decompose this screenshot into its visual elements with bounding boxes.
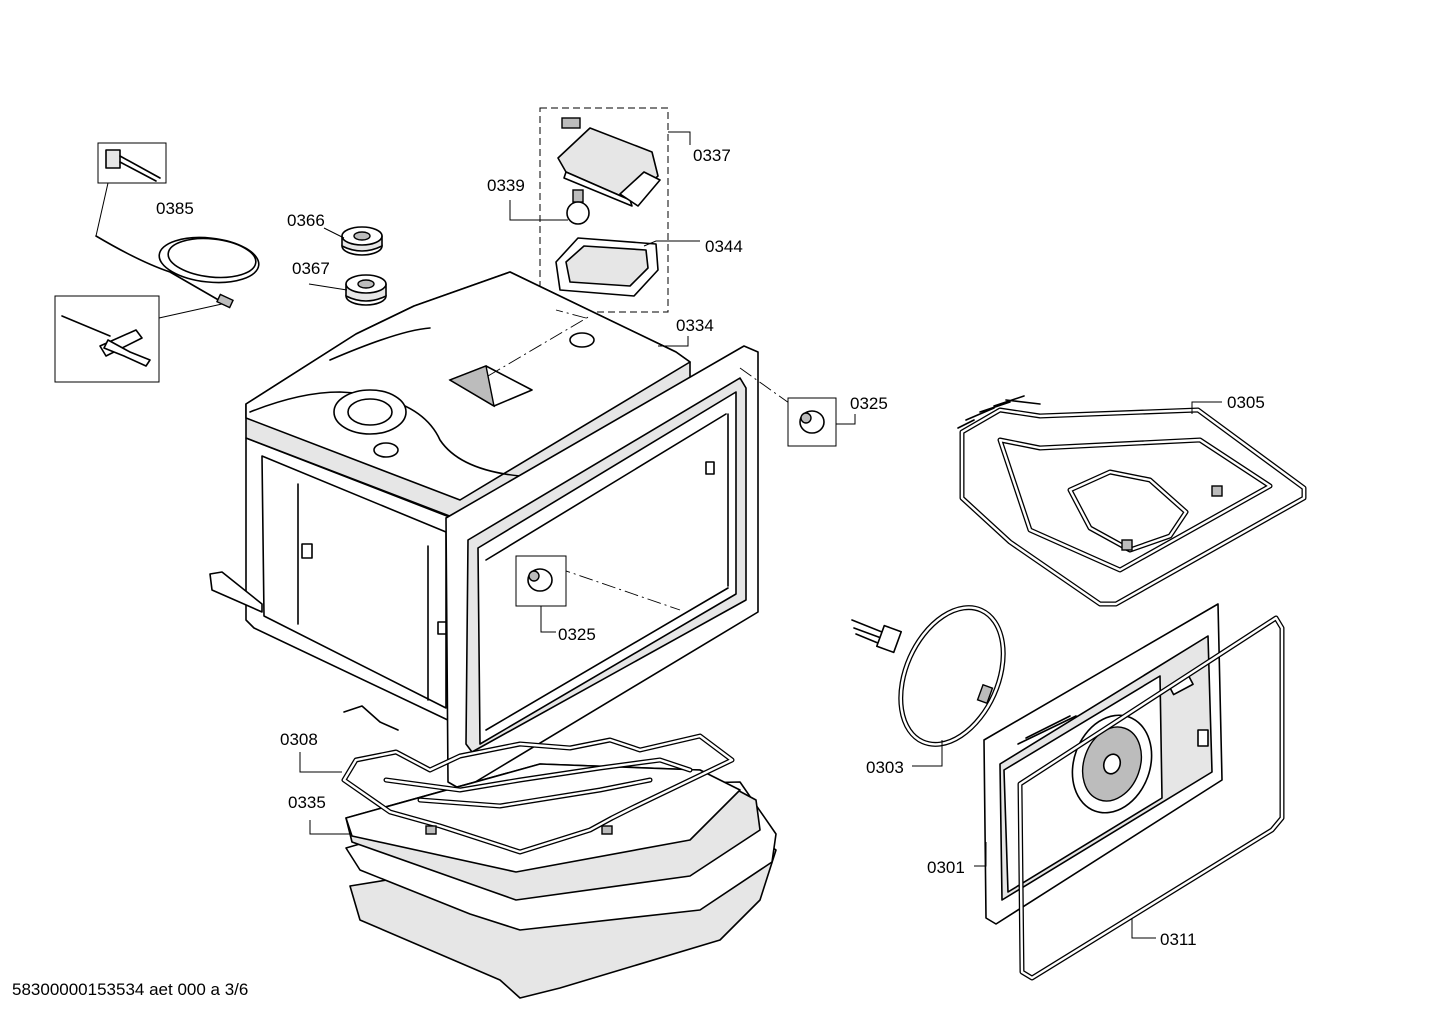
label-0337: 0337 (693, 146, 731, 165)
part-0301-rear-panel[interactable] (974, 603, 1223, 925)
part-0308-bottom-heating-element[interactable] (299, 705, 735, 855)
document-number: 58300000153534 aet 000 a 3/6 (12, 980, 249, 999)
lamp-assembly-group-frame (539, 107, 669, 313)
part-0334-oven-cavity[interactable] (209, 271, 797, 791)
part-0366-fan-nut[interactable] (323, 226, 383, 256)
part-0325-bushing-cavity[interactable] (515, 555, 567, 633)
label-0301: 0301 (927, 858, 965, 877)
label-0385: 0385 (156, 199, 194, 218)
label-0366: 0366 (287, 211, 325, 230)
label-0367: 0367 (292, 259, 330, 278)
part-labels: 0385 0366 0367 0339 0337 0344 0334 0325 … (156, 146, 1265, 949)
part-0303-ring-heating-element[interactable] (851, 592, 1023, 767)
label-0305: 0305 (1227, 393, 1265, 412)
label-0339: 0339 (487, 176, 525, 195)
label-0308: 0308 (280, 730, 318, 749)
part-0339-lamp-bulb[interactable] (509, 189, 590, 225)
label-0303: 0303 (866, 758, 904, 777)
part-0337-lamp-housing[interactable] (557, 117, 691, 207)
label-0311: 0311 (1160, 930, 1197, 949)
part-0367-fan-nut[interactable] (308, 274, 387, 306)
part-0385-temperature-sensor[interactable] (54, 142, 261, 383)
label-0335: 0335 (288, 793, 326, 812)
part-0311-door-seal[interactable] (1017, 615, 1285, 981)
label-0325-top: 0325 (850, 394, 888, 413)
part-0325-bushing-top[interactable] (787, 397, 856, 447)
part-0305-grill-heating-element[interactable] (957, 395, 1307, 607)
label-0334: 0334 (676, 316, 714, 335)
part-0344-lamp-cover-glass[interactable] (555, 237, 700, 297)
label-0344: 0344 (705, 237, 743, 256)
label-0325-mid: 0325 (558, 625, 596, 644)
